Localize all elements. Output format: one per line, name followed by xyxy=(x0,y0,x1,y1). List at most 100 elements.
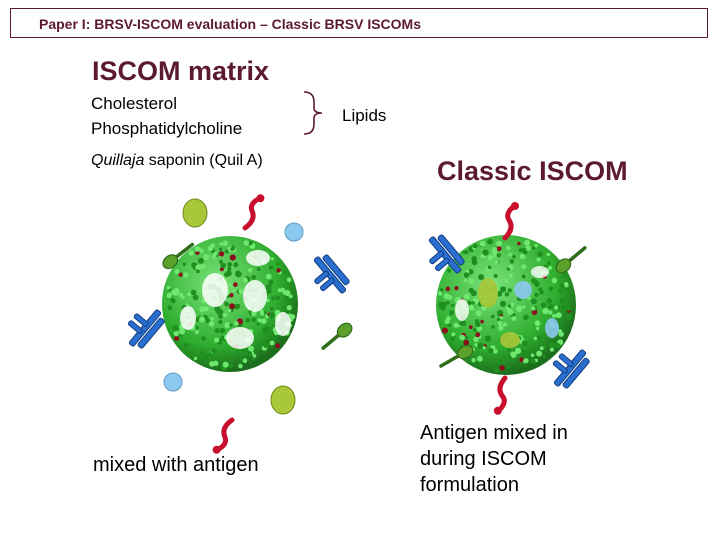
texture-dot xyxy=(536,326,540,331)
texture-dot xyxy=(558,288,563,293)
texture-dot xyxy=(288,294,293,299)
texture-dot xyxy=(183,342,189,348)
texture-dot xyxy=(536,335,542,341)
texture-dot xyxy=(551,277,558,284)
texture-dot xyxy=(251,317,257,323)
olive-oval-antigen-icon xyxy=(182,198,208,228)
texture-dot xyxy=(282,269,288,275)
texture-dot xyxy=(219,327,225,334)
texture-dot xyxy=(284,295,291,302)
texture-dot xyxy=(518,248,523,253)
texture-dot xyxy=(499,286,507,293)
texture-dot xyxy=(565,313,573,320)
caption-mixed-with-antigen: mixed with antigen xyxy=(93,454,259,476)
texture-dot xyxy=(260,311,265,316)
texture-dot xyxy=(265,284,272,291)
texture-dot xyxy=(510,302,515,307)
texture-dot xyxy=(196,269,200,274)
texture-dot xyxy=(555,312,562,319)
texture-dot xyxy=(453,322,459,328)
texture-dot xyxy=(471,301,475,305)
saponin-rest: saponin (Quil A) xyxy=(144,152,263,169)
texture-dot xyxy=(502,322,508,327)
texture-dot xyxy=(460,320,467,327)
texture-dot xyxy=(200,263,206,269)
texture-dot xyxy=(482,346,486,350)
texture-dot xyxy=(506,267,510,271)
texture-dot xyxy=(499,365,505,371)
texture-dot xyxy=(521,274,526,279)
texture-dot xyxy=(493,349,498,354)
texture-dot xyxy=(276,295,280,299)
texture-dot xyxy=(196,354,203,361)
texture-dot xyxy=(256,267,261,272)
texture-dot xyxy=(467,300,472,305)
texture-dot xyxy=(454,286,459,291)
texture-dot xyxy=(263,325,271,333)
texture-dot xyxy=(172,324,179,331)
texture-dot xyxy=(548,310,553,315)
texture-dot xyxy=(271,335,277,340)
texture-dot xyxy=(504,292,510,297)
texture-dot xyxy=(534,292,539,298)
texture-dot xyxy=(265,273,272,280)
texture-dot xyxy=(524,239,530,246)
texture-dot xyxy=(475,310,482,317)
red-worm-antigen-icon xyxy=(245,193,265,231)
texture-dot xyxy=(523,358,529,364)
texture-dot xyxy=(229,293,234,298)
lipid-phosphatidylcholine: Phosphatidylcholine xyxy=(91,119,243,138)
texture-dot xyxy=(559,283,566,289)
texture-dot xyxy=(449,310,455,316)
texture-dot xyxy=(476,355,483,362)
texture-dot xyxy=(269,307,274,311)
texture-dot xyxy=(178,333,182,337)
texture-dot xyxy=(475,332,481,338)
texture-dot xyxy=(228,363,233,369)
texture-dot xyxy=(546,252,551,257)
texture-dot xyxy=(497,320,503,326)
texture-dot xyxy=(546,298,553,304)
texture-dot xyxy=(471,255,478,262)
texture-dot xyxy=(214,328,220,334)
texture-dot xyxy=(559,298,565,304)
texture-dot xyxy=(523,314,529,321)
texture-dot xyxy=(247,268,253,273)
texture-dot xyxy=(219,247,223,251)
texture-dot xyxy=(459,334,466,341)
texture-dot xyxy=(275,343,281,349)
texture-dot xyxy=(243,240,250,246)
texture-dot xyxy=(199,316,205,323)
texture-dot xyxy=(506,308,513,315)
texture-dot xyxy=(543,344,547,349)
texture-dot xyxy=(504,278,509,283)
texture-dot xyxy=(499,359,504,363)
texture-dot xyxy=(214,337,220,343)
texture-dot xyxy=(230,247,235,251)
texture-dot xyxy=(227,262,233,267)
texture-dot xyxy=(211,348,217,354)
texture-dot xyxy=(521,247,527,253)
texture-dot xyxy=(257,318,263,323)
texture-dot xyxy=(173,331,179,337)
texture-dot xyxy=(548,286,554,292)
texture-dot xyxy=(229,254,236,261)
texture-dot xyxy=(247,351,253,357)
texture-dot xyxy=(174,287,180,294)
texture-dot xyxy=(498,325,504,331)
texture-dot xyxy=(515,347,522,354)
texture-dot xyxy=(521,340,528,347)
texture-dot xyxy=(268,279,274,285)
texture-dot xyxy=(197,257,204,264)
texture-dot xyxy=(187,292,191,296)
texture-dot xyxy=(245,317,250,323)
texture-dot xyxy=(192,294,199,301)
texture-dot xyxy=(220,335,226,341)
texture-dot xyxy=(464,336,469,340)
texture-dot xyxy=(468,287,474,293)
texture-dot xyxy=(218,314,223,319)
texture-dot xyxy=(203,253,210,261)
texture-dot xyxy=(224,249,229,254)
texture-dot xyxy=(277,288,282,293)
texture-dot xyxy=(445,286,451,292)
